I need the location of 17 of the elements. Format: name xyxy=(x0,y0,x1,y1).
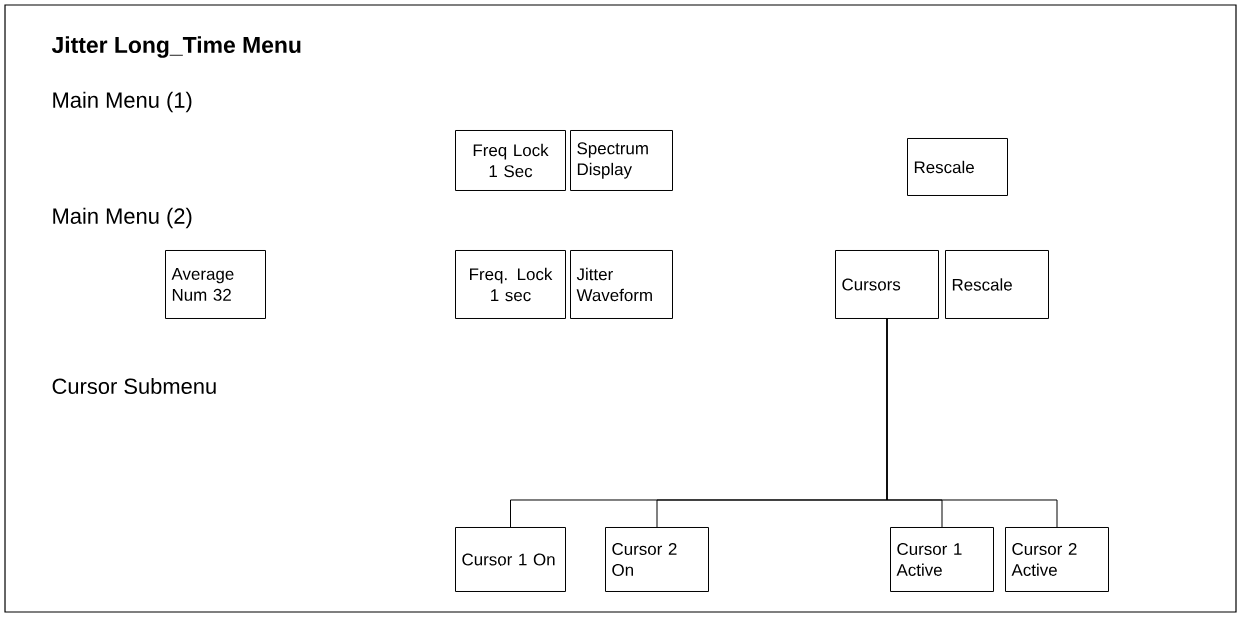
menu-box: Spectrum Display xyxy=(570,130,673,191)
menu-box: Rescale xyxy=(945,250,1049,319)
row-label: Main Menu (1) xyxy=(53,91,192,113)
title: Jitter Long_Time Menu xyxy=(51,36,301,58)
menu-box: Cursor 2 Active xyxy=(1005,527,1109,592)
menu-box: Cursor 2 On xyxy=(605,527,709,592)
menu-box: Average Num 32 xyxy=(165,250,266,319)
connector-line xyxy=(886,318,1058,528)
row-label: Cursor Submenu xyxy=(52,377,216,395)
menu-box: Jitter Waveform xyxy=(570,250,673,319)
menu-box: Cursor 1 Active xyxy=(890,527,994,592)
menu-box: Rescale xyxy=(907,138,1008,196)
menu-box: Cursor 1 On xyxy=(455,527,566,592)
menu-box: Freq. Lock 1 sec xyxy=(455,250,566,319)
menu-box: Cursors xyxy=(835,250,939,319)
row-label: Main Menu (2) xyxy=(53,207,192,229)
menu-box: Freq Lock 1 Sec xyxy=(455,130,566,191)
